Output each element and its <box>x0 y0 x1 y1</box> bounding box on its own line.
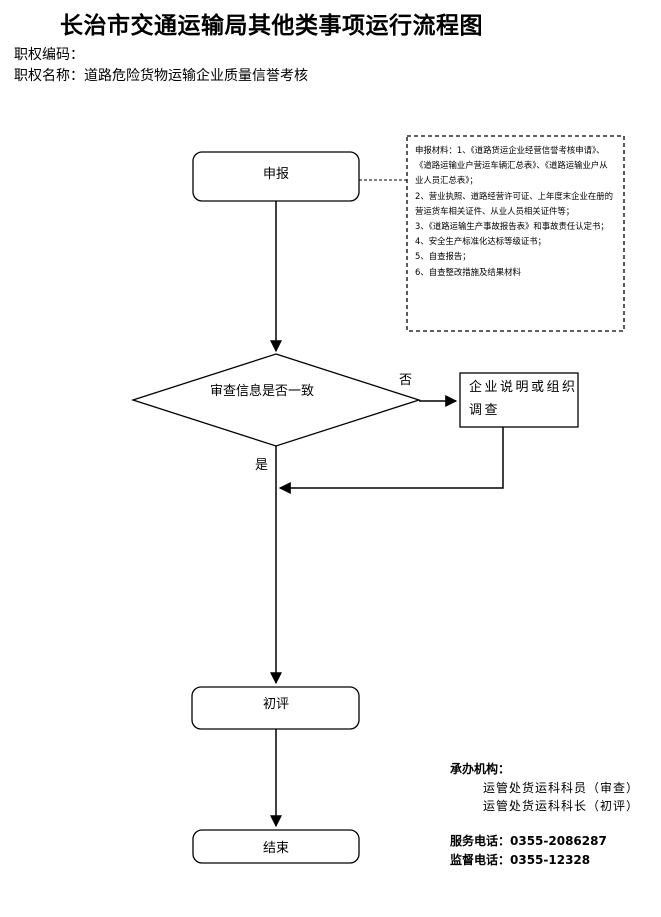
materials-line-1: 申报材料：1、《道路货运企业经营信誉考核申请》、《道路运输业户营运车辆汇总表》、… <box>415 145 608 186</box>
supervise-phone: 监督电话：0355-12328 <box>450 853 591 867</box>
explain-node <box>459 372 579 428</box>
branch-no-label: 否 <box>399 373 413 388</box>
page-title: 长治市交通运输局其他类事项运行流程图 <box>60 13 483 39</box>
explain-node-label: 企业说明或组织调查 <box>469 380 578 418</box>
prelim-node-label: 初评 <box>263 697 289 712</box>
review-decision-label: 审查信息是否一致 <box>210 383 314 399</box>
materials-line-4: 4、安全生产标准化达标等级证书； <box>415 236 546 247</box>
end-node <box>192 829 360 864</box>
org-line-1: 运管处货运科科员（审查） <box>483 781 640 795</box>
authority-name-value: 道路危险货物运输企业质量信誉考核 <box>84 68 308 84</box>
materials-note: 申报材料：1、《道路货运企业经营信誉考核申请》、《道路运输业户营运车辆汇总表》、… <box>415 143 615 280</box>
declare-node-label: 申报 <box>263 167 289 182</box>
arrow-explain-to-mainline <box>278 427 504 494</box>
review-decision-node <box>130 353 422 447</box>
org-line-2: 运管处货运科科长（初评） <box>483 799 640 813</box>
service-phone: 服务电话：0355-2086287 <box>450 834 607 848</box>
materials-line-2: 2、营业执照、道路经营许可证、上年度末企业在册的营运货车相关证件、从业人员相关证… <box>415 190 613 216</box>
authority-name-label: 职权名称： <box>14 68 84 84</box>
branch-yes-label: 是 <box>255 458 269 473</box>
materials-line-6: 6、自查整改措施及结果材料 <box>415 266 521 277</box>
authority-name-row: 职权名称：道路危险货物运输企业质量信誉考核 <box>14 65 308 85</box>
org-label: 承办机构： <box>450 762 511 776</box>
materials-line-3: 3、《道路运输生产事故报告表》和事故责任认定书； <box>415 221 609 232</box>
authority-code-label: 职权编码： <box>14 47 84 63</box>
materials-box <box>406 135 625 332</box>
end-node-label: 结束 <box>263 841 289 856</box>
materials-line-5: 5、自查报告； <box>415 251 471 262</box>
